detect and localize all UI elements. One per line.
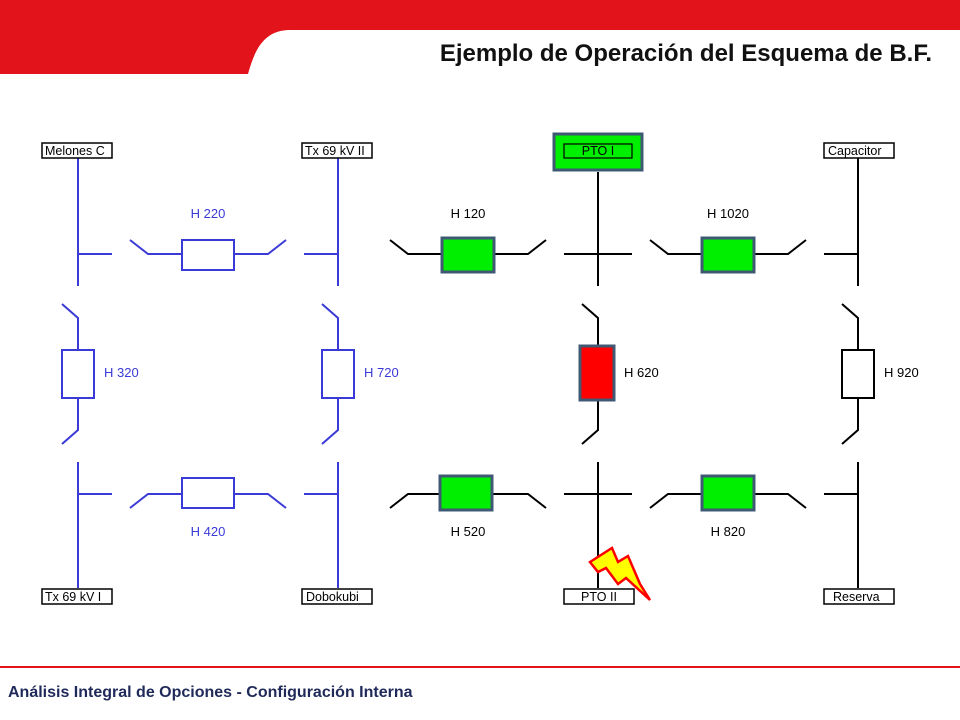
lightning-bolt-icon [588,546,652,601]
node-tx69-ii[interactable]: Tx 69 kV II [301,142,373,159]
breaker-label-h1020: H 1020 [707,206,749,221]
node-label-reserva: Reserva [833,590,880,604]
node-label-pto-i: PTO I [582,144,614,158]
breaker-label-h920: H 920 [884,365,919,380]
slide-title: Ejemplo de Operación del Esquema de B.F. [439,40,932,67]
breaker-label-h220: H 220 [191,206,226,221]
node-pto-ii[interactable]: PTO II [563,588,635,605]
breaker-h820[interactable] [649,474,807,512]
breaker-h520[interactable] [389,474,547,512]
breaker-h120[interactable] [389,236,547,274]
header-band [0,0,960,74]
breaker-label-h420: H 420 [191,524,226,539]
column-capacitor [824,158,859,588]
header-band-shape [0,0,960,74]
node-label-tx69-i: Tx 69 kV I [45,590,101,604]
node-label-tx69-ii: Tx 69 kV II [305,144,365,158]
breaker-label-h720: H 720 [364,365,399,380]
node-reserva[interactable]: Reserva [823,588,895,605]
node-label-dobokubi: Dobokubi [306,590,359,604]
column-tx69 [304,158,339,588]
breaker-h220[interactable] [129,239,287,271]
node-label-capacitor: Capacitor [828,144,882,158]
breaker-h720[interactable] [321,303,355,445]
breaker-label-h520: H 520 [451,524,486,539]
single-line-diagram: H 220 H 120 H 1020 H 320 H 720 H 620 H 9… [41,132,919,605]
footer-text: Análisis Integral de Opciones - Configur… [8,684,413,701]
breaker-h420[interactable] [129,477,287,509]
breaker-label-h620: H 620 [624,365,659,380]
breaker-h620[interactable] [578,303,616,445]
breaker-label-h320: H 320 [104,365,139,380]
column-melones [77,158,112,588]
node-label-melones-c: Melones C [45,144,105,158]
node-capacitor[interactable]: Capacitor [823,142,895,159]
breaker-h320[interactable] [61,303,95,445]
node-tx69-i[interactable]: Tx 69 kV I [41,588,113,605]
node-dobokubi[interactable]: Dobokubi [301,588,373,605]
footer-rule [0,666,960,668]
node-pto-i[interactable]: PTO I [552,132,644,172]
breaker-label-h820: H 820 [711,524,746,539]
breaker-h920[interactable] [841,303,875,445]
node-melones-c[interactable]: Melones C [41,142,113,159]
node-label-pto-ii: PTO II [581,590,617,604]
breaker-h1020[interactable] [649,236,807,274]
breaker-label-h120: H 120 [451,206,486,221]
